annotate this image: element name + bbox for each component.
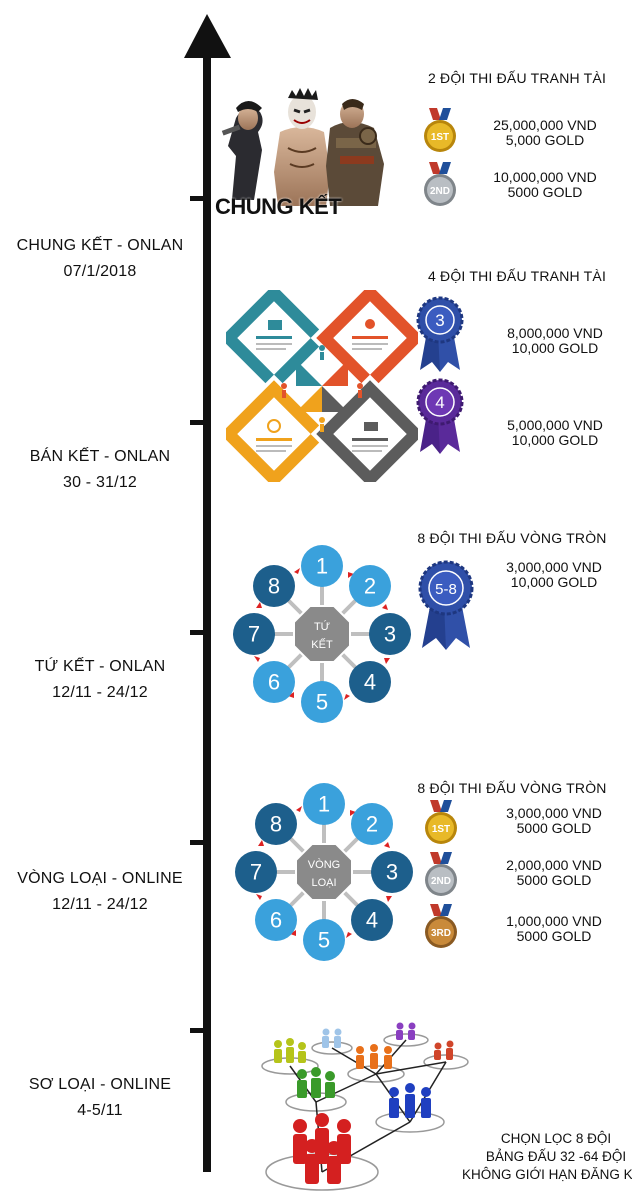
svg-text:2: 2 — [366, 812, 378, 837]
prize-gold: 10,000 GOLD — [511, 340, 599, 356]
svg-text:4: 4 — [366, 908, 378, 933]
prize-money: 25,000,000 VND — [493, 117, 597, 133]
stage-preliminary-label: SƠ LOẠI - ONLINE 4-5/11 — [0, 1072, 200, 1124]
svg-text:3RD: 3RD — [431, 928, 451, 939]
semi-prize-2: 5,000,000 VND 10,000 GOLD — [478, 418, 632, 448]
svg-text:3: 3 — [386, 860, 398, 885]
ribbon-5-8-icon: 5-8 — [418, 560, 474, 650]
prize-money: 8,000,000 VND — [507, 325, 603, 341]
timeline-tick — [190, 630, 206, 635]
prize-gold: 5000 GOLD — [516, 872, 592, 888]
prize-money: 3,000,000 VND — [506, 559, 602, 575]
qualifier-prize-1: 3,000,000 VND 5000 GOLD — [476, 806, 632, 836]
svg-text:TỨ: TỨ — [314, 620, 330, 633]
preliminary-line: CHỌN LỌC 8 ĐỘI — [500, 1131, 612, 1146]
prize-money: 3,000,000 VND — [506, 805, 602, 821]
preliminary-line: BẢNG ĐẤU 32 -64 ĐỘI — [485, 1149, 627, 1164]
svg-text:1ST: 1ST — [432, 824, 450, 835]
final-characters-image — [221, 88, 384, 206]
stage-name: SƠ LOẠI - ONLINE — [28, 1076, 172, 1093]
stage-quarter-label: TỨ KẾT - ONLAN 12/11 - 24/12 — [0, 654, 200, 706]
timeline-tick — [190, 196, 206, 201]
svg-text:2ND: 2ND — [431, 876, 451, 887]
prize-gold: 5000 GOLD — [516, 928, 592, 944]
qualifier-hub — [295, 843, 353, 901]
stage-name: TỨ KẾT - ONLAN — [34, 658, 166, 675]
semi-header: 4 ĐỘI THI ĐẤU TRANH TÀI — [427, 268, 607, 284]
qualifier-prize-3: 1,000,000 VND 5000 GOLD — [476, 914, 632, 944]
semi-infographic — [226, 290, 418, 482]
svg-text:7: 7 — [248, 622, 260, 647]
ribbon-label: 3 — [435, 311, 444, 330]
svg-text:3: 3 — [384, 622, 396, 647]
stage-semi-label: BÁN KẾT - ONLAN 30 - 31/12 — [0, 444, 200, 496]
final-prize-2: 10,000,000 VND 5000 GOLD — [460, 170, 630, 200]
stage-date: 30 - 31/12 — [62, 474, 138, 491]
stage-name: VÒNG LOẠI - ONLINE — [17, 870, 183, 887]
quarter-header: 8 ĐỘI THI ĐẤU VÒNG TRÒN — [417, 530, 607, 546]
svg-text:5: 5 — [316, 690, 328, 715]
ribbon-label: 4 — [435, 393, 444, 412]
timeline-tick — [190, 420, 206, 425]
prize-gold: 10,000 GOLD — [511, 432, 599, 448]
prize-money: 2,000,000 VND — [506, 857, 602, 873]
stage-date: 4-5/11 — [77, 1102, 123, 1119]
svg-text:VÒNG: VÒNG — [308, 858, 340, 871]
svg-text:2: 2 — [364, 574, 376, 599]
network-people-image — [261, 1022, 469, 1191]
svg-text:5: 5 — [318, 928, 330, 953]
prize-gold: 10,000 GOLD — [510, 574, 598, 590]
stage-name: BÁN KẾT - ONLAN — [29, 448, 171, 465]
quarter-prize-1: 3,000,000 VND 10,000 GOLD — [476, 560, 632, 590]
gold-medal-1st-icon: 1ST — [424, 108, 456, 152]
stage-final-label: CHUNG KẾT - ONLAN 07/1/2018 — [0, 233, 200, 285]
svg-text:1: 1 — [318, 792, 330, 817]
prize-money: 5,000,000 VND — [507, 417, 603, 433]
prize-money: 10,000,000 VND — [493, 169, 597, 185]
stage-date: 12/11 - 24/12 — [52, 684, 148, 701]
prize-money: 1,000,000 VND — [506, 913, 602, 929]
quarter-round-robin: TỨ KẾT 1 2 3 4 5 6 7 8 — [233, 545, 411, 723]
qualifier-prize-2: 2,000,000 VND 5000 GOLD — [476, 858, 632, 888]
svg-text:1ST: 1ST — [431, 132, 449, 143]
svg-text:LOẠI: LOẠI — [311, 877, 336, 889]
stage-date: 12/11 - 24/12 — [52, 896, 148, 913]
svg-text:4: 4 — [364, 670, 376, 695]
timeline-tick — [190, 840, 206, 845]
stage-date: 07/1/2018 — [63, 263, 137, 280]
svg-text:6: 6 — [268, 670, 280, 695]
preliminary-line: KHÔNG GIỚI HẠN ĐĂNG KÝ — [462, 1167, 632, 1182]
svg-text:6: 6 — [270, 908, 282, 933]
qualifier-header: 8 ĐỘI THI ĐẤU VÒNG TRÒN — [417, 780, 607, 796]
svg-text:2ND: 2ND — [430, 186, 450, 197]
final-prize-1: 25,000,000 VND 5,000 GOLD — [460, 118, 630, 148]
stage-name: CHUNG KẾT - ONLAN — [16, 237, 184, 254]
svg-text:8: 8 — [270, 812, 282, 837]
svg-text:8: 8 — [268, 574, 280, 599]
ribbon-label: 5-8 — [435, 581, 457, 598]
semi-prize-1: 8,000,000 VND 10,000 GOLD — [478, 326, 632, 356]
final-header: 2 ĐỘI THI ĐẤU TRANH TÀI — [427, 70, 607, 86]
bronze-medal-3rd-icon: 3RD — [425, 904, 457, 948]
ribbon-4-icon: 4 — [416, 378, 464, 454]
ribbon-3-icon: 3 — [416, 296, 464, 372]
silver-medal-2nd-icon: 2ND — [424, 162, 456, 206]
timeline-tick — [190, 1028, 206, 1033]
quarter-hub — [293, 605, 351, 663]
silver-medal-2nd-icon: 2ND — [425, 852, 457, 896]
gold-medal-1st-icon: 1ST — [425, 800, 457, 844]
prize-gold: 5000 GOLD — [516, 820, 592, 836]
stage-qualifier-label: VÒNG LOẠI - ONLINE 12/11 - 24/12 — [0, 866, 200, 918]
svg-text:1: 1 — [316, 554, 328, 579]
qualifier-round-robin: VÒNG LOẠI 1 2 3 4 5 6 7 8 — [235, 783, 413, 961]
prize-gold: 5000 GOLD — [507, 184, 583, 200]
timeline-arrow-head — [184, 14, 231, 58]
svg-text:KẾT: KẾT — [311, 638, 333, 651]
svg-text:7: 7 — [250, 860, 262, 885]
final-title: CHUNG KẾT — [215, 194, 342, 219]
timeline-line — [203, 50, 211, 1172]
prize-gold: 5,000 GOLD — [505, 132, 585, 148]
preliminary-text: CHỌN LỌC 8 ĐỘI BẢNG ĐẤU 32 -64 ĐỘI KHÔNG… — [462, 1130, 632, 1184]
